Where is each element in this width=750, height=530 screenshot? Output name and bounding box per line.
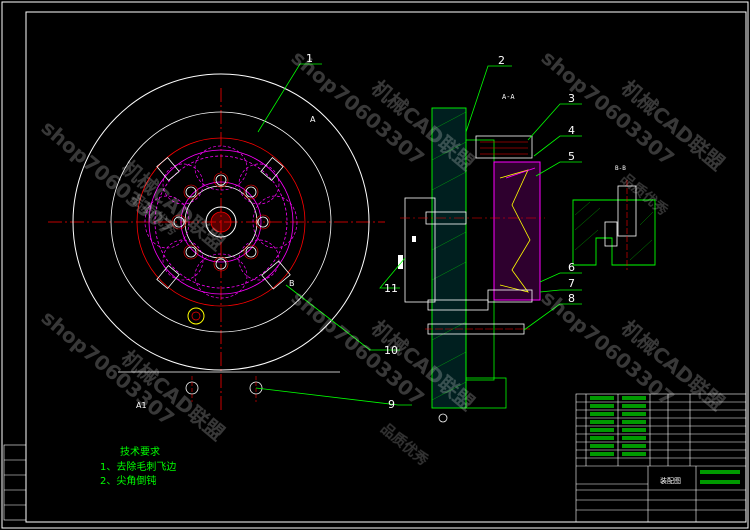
view-label-a1: A1 [136,401,147,410]
leader-lines [255,63,582,406]
svg-text:B-B: B-B [615,165,626,172]
view-label-b: B [289,279,295,288]
bom-entries [590,396,740,484]
view-label-a: A [310,115,316,124]
inner-frame [25,11,747,523]
part-label-1: 1 [306,52,313,65]
side-stamp [3,444,27,521]
section-view: A-A [398,93,545,423]
part-label-9: 9 [388,398,395,411]
view-labels: A A1 B [136,115,316,410]
tech-req-item-2: 2、尖角倒钝 [100,474,156,487]
title-block [575,393,747,523]
watermark-slogan-3: 品质优秀 [377,420,432,470]
drawing-name: 装配图 [660,476,681,485]
part-label-2: 2 [498,54,505,67]
part-label-4: 4 [568,124,575,137]
part-label-8: 8 [568,292,575,305]
front-view [48,73,385,410]
part-label-3: 3 [568,92,575,105]
part-labels: 1 2 3 4 5 6 7 8 9 10 11 [306,52,575,411]
detail-view: B-B [572,165,656,270]
tech-req-heading: 技术要求 [120,445,160,458]
tech-req-item-1: 1、去除毛刺飞边 [100,460,176,473]
watermark-slogan-1: 品质优秀 [617,170,672,220]
part-label-6: 6 [568,261,575,274]
svg-text:A-A: A-A [502,93,515,101]
part-label-10: 10 [384,344,398,357]
part-label-11: 11 [384,282,398,295]
technical-requirements: 技术要求 1、去除毛刺飞边 2、尖角倒钝 [100,445,176,487]
part-label-7: 7 [568,277,575,290]
part-label-5: 5 [568,150,575,163]
